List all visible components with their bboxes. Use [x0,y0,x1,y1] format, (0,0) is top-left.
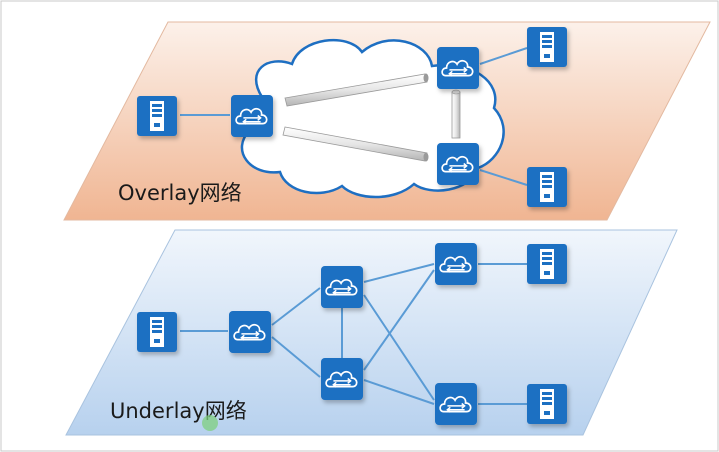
underlay-link [363,294,435,401]
underlay-link [363,379,435,405]
overlay-plane: Overlay网络 [63,21,711,221]
overlay-link [479,169,528,186]
server-icon [137,96,177,136]
underlay-link [363,263,435,283]
server-icon [527,27,567,67]
switch-cloud-icon [436,47,480,89]
underlay-plane: Underlay网络 [65,229,678,436]
server-icon [527,244,567,284]
server-icon [527,384,567,424]
overlay-label: Overlay网络 [118,181,242,205]
underlay-label: Underlay网络 [110,399,247,423]
switch-cloud-icon [436,143,480,185]
underlay-link [363,269,435,371]
switch-cloud-icon [434,383,478,425]
switch-cloud-icon [230,95,274,137]
overlay-tunnel-2 [282,126,429,162]
switch-cloud-icon [320,266,364,308]
overlay-tunnel-1 [284,73,429,107]
switch-cloud-icon [434,243,478,285]
underlay-link [271,336,321,378]
switch-cloud-icon [228,311,272,353]
overlay-tunnel-3 [451,89,461,139]
server-icon [137,312,177,352]
switch-cloud-icon [320,358,364,400]
cursor-indicator [202,415,218,431]
server-icon [527,167,567,207]
overlay-link [479,47,528,65]
underlay-link [271,287,321,326]
